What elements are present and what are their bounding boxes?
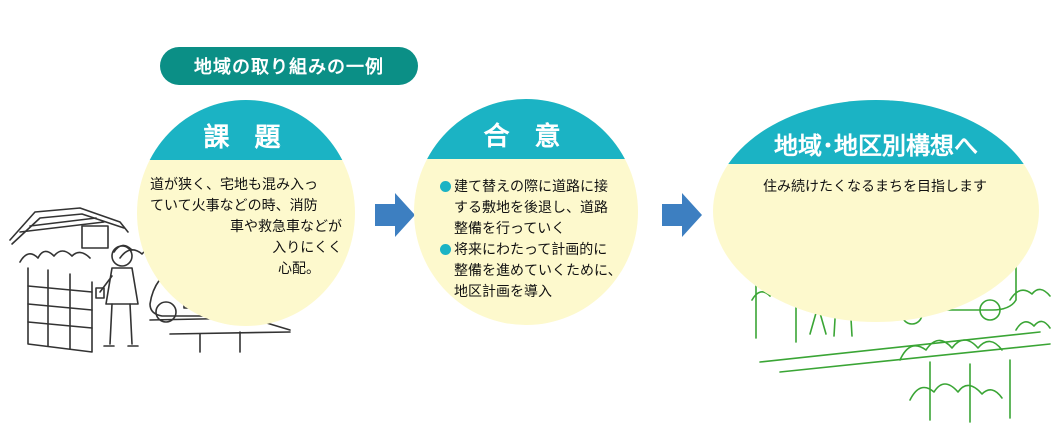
issue-line: 心配。 (278, 261, 320, 277)
bullet-dot-icon (440, 244, 451, 255)
vision-title: 地域･地区別構想へ (713, 100, 1039, 164)
section-title-pill: 地域の取り組みの一例 (160, 47, 418, 85)
issue-title: 課 題 (137, 100, 355, 160)
bullet-line: 整備を行っていく (454, 221, 566, 237)
bullet-item: 建て替えの際に道路に接 する敷地を後退し、道路 整備を行っていく (440, 177, 636, 240)
arrow-right-icon (375, 193, 415, 237)
issue-line: 車や救急車などが (230, 219, 342, 235)
bullet-line: する敷地を後退し、道路 (454, 200, 608, 216)
issue-line: ていて火事などの時、消防 (150, 198, 318, 214)
agreement-circle: 合 意 (414, 99, 638, 325)
issue-line: 入りにくく (272, 240, 342, 256)
issue-circle: 課 題 (137, 100, 355, 326)
issue-line: 道が狭く、宅地も混み入っ (150, 177, 318, 193)
bullet-item: 将来にわたって計画的に 整備を進めていくために、 地区計画を導入 (440, 240, 636, 303)
vision-circle: 地域･地区別構想へ (713, 100, 1039, 322)
bullet-line: 建て替えの際に道路に接 (454, 179, 608, 195)
bullet-line: 整備を進めていくために、 (454, 263, 622, 279)
arrow-right-icon (662, 193, 702, 237)
agreement-text: 建て替えの際に道路に接 する敷地を後退し、道路 整備を行っていく 将来にわたって… (440, 177, 636, 303)
agreement-title: 合 意 (414, 99, 638, 159)
issue-text: 道が狭く、宅地も混み入っ ていて火事などの時、消防 車や救急車などが 入りにくく… (150, 175, 342, 280)
section-title: 地域の取り組みの一例 (194, 57, 384, 78)
bullet-line: 将来にわたって計画的に (454, 242, 608, 258)
bullet-dot-icon (440, 181, 451, 192)
vision-caption: 住み続けたくなるまちを目指します (763, 179, 987, 195)
bullet-line: 地区計画を導入 (454, 284, 552, 300)
